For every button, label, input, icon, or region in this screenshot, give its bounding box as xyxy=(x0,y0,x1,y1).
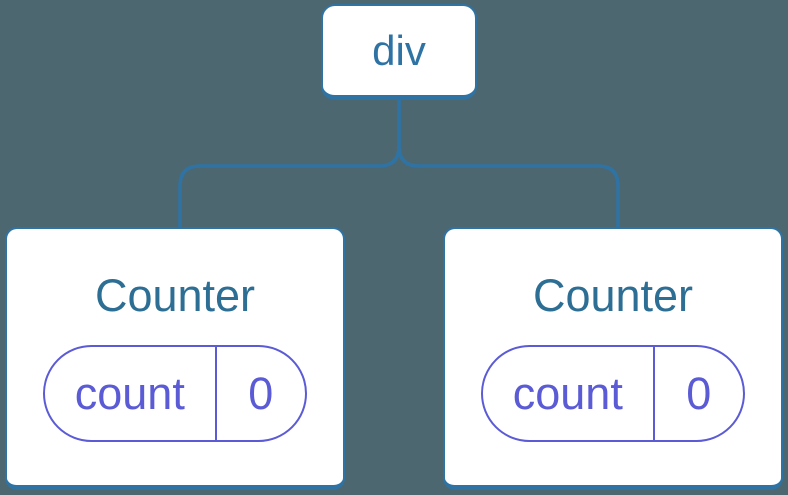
connector-right-branch xyxy=(397,100,620,228)
state-badge: count 0 xyxy=(481,345,745,442)
state-badge: count 0 xyxy=(43,345,307,442)
root-node-div: div xyxy=(321,4,477,100)
state-key-label: count xyxy=(483,347,655,440)
connector-left-branch xyxy=(178,100,401,228)
state-value-label: 0 xyxy=(248,367,274,419)
counter-card-left: Counter count 0 xyxy=(5,227,345,490)
component-name-label: Counter xyxy=(532,270,694,321)
state-key-label: count xyxy=(45,347,217,440)
state-value-label: 0 xyxy=(686,367,712,419)
component-name-label: Counter xyxy=(94,270,256,321)
counter-card-right: Counter count 0 xyxy=(443,227,783,490)
root-node-label: div xyxy=(372,26,426,74)
